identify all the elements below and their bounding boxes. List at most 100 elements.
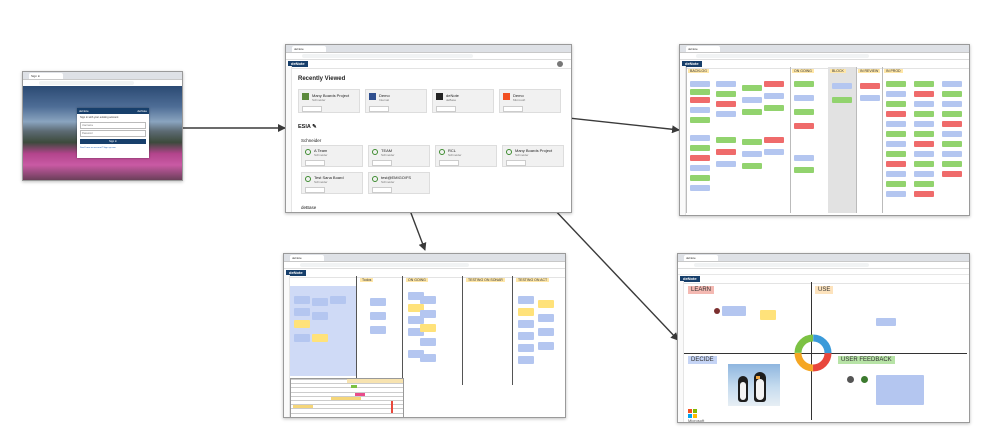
sticky-note[interactable]	[914, 91, 934, 97]
sticky-note[interactable]	[408, 304, 424, 312]
sticky-note[interactable]	[914, 181, 934, 187]
sticky-note[interactable]	[886, 151, 906, 157]
sticky-note[interactable]	[794, 95, 814, 101]
sticky-note[interactable]	[518, 296, 534, 304]
sticky-note[interactable]	[690, 97, 710, 103]
sticky-note[interactable]	[742, 85, 762, 91]
address-bar[interactable]	[284, 262, 565, 269]
address-bar[interactable]	[286, 53, 571, 60]
sticky-note[interactable]	[370, 298, 386, 306]
sticky-note[interactable]	[794, 123, 814, 129]
sticky-note[interactable]	[716, 137, 736, 143]
sticky-note[interactable]	[538, 300, 554, 308]
sticky-note[interactable]	[690, 175, 710, 181]
sticky-note[interactable]	[942, 141, 962, 147]
sticky-note[interactable]	[742, 151, 762, 157]
sticky-note[interactable]	[742, 163, 762, 169]
sticky-note[interactable]	[518, 308, 534, 316]
sticky-note[interactable]	[942, 111, 962, 117]
sticky-note[interactable]	[294, 296, 310, 304]
sticky-note[interactable]	[690, 81, 710, 87]
sticky-note[interactable]	[914, 171, 934, 177]
sticky-note[interactable]	[942, 101, 962, 107]
sticky-note[interactable]	[690, 185, 710, 191]
sticky-note[interactable]	[370, 326, 386, 334]
sticky-note[interactable]	[886, 131, 906, 137]
sticky-note[interactable]	[420, 310, 436, 318]
browser-tab[interactable]: Sign in	[29, 73, 63, 79]
sticky-note[interactable]	[914, 111, 934, 117]
address-bar[interactable]	[678, 262, 969, 269]
sticky-note[interactable]	[420, 324, 436, 332]
sticky-note[interactable]	[914, 131, 934, 137]
brand-logo[interactable]: deNote	[680, 276, 700, 282]
address-bar[interactable]	[680, 53, 969, 60]
sticky-note[interactable]	[914, 141, 934, 147]
brand-logo[interactable]: deNote	[682, 61, 702, 67]
sticky-note[interactable]	[914, 151, 934, 157]
sticky-note[interactable]	[690, 135, 710, 141]
sticky-note[interactable]	[716, 161, 736, 167]
sticky-note[interactable]	[690, 107, 710, 113]
sticky-note[interactable]	[886, 191, 906, 197]
sticky-note[interactable]	[942, 171, 962, 177]
sticky-note[interactable]	[716, 91, 736, 97]
note-learn-1[interactable]	[722, 306, 746, 316]
sticky-note[interactable]	[886, 181, 906, 187]
signin-button[interactable]: Sign in	[80, 139, 146, 144]
sticky-note[interactable]	[716, 81, 736, 87]
sticky-note[interactable]	[690, 155, 710, 161]
browser-tab[interactable]: deNote	[686, 46, 720, 52]
avatar[interactable]	[714, 308, 720, 314]
sticky-note[interactable]	[764, 149, 784, 155]
sticky-note[interactable]	[518, 356, 534, 364]
sticky-note[interactable]	[942, 131, 962, 137]
sticky-note[interactable]	[538, 328, 554, 336]
sticky-note[interactable]	[312, 334, 328, 342]
sticky-note[interactable]	[914, 191, 934, 197]
edit-icon[interactable]: ✎	[312, 124, 317, 130]
note-use-1[interactable]	[876, 318, 896, 326]
avatar[interactable]	[847, 376, 854, 383]
sticky-note[interactable]	[832, 97, 852, 103]
sticky-note[interactable]	[538, 342, 554, 350]
sticky-note[interactable]	[518, 332, 534, 340]
sticky-note[interactable]	[942, 121, 962, 127]
brand-logo[interactable]: deNote	[288, 61, 308, 67]
sticky-note[interactable]	[860, 95, 880, 101]
sticky-note[interactable]	[408, 350, 424, 358]
sticky-note[interactable]	[886, 81, 906, 87]
sticky-note[interactable]	[886, 171, 906, 177]
username-field[interactable]: Username	[80, 122, 146, 129]
browser-tab[interactable]: deNote	[290, 255, 324, 261]
sticky-note[interactable]	[942, 161, 962, 167]
sticky-note[interactable]	[886, 141, 906, 147]
sticky-note[interactable]	[716, 111, 736, 117]
sticky-note[interactable]	[914, 81, 934, 87]
sticky-note[interactable]	[294, 334, 310, 342]
sticky-note[interactable]	[942, 151, 962, 157]
sticky-note[interactable]	[408, 292, 424, 300]
sticky-note[interactable]	[420, 338, 436, 346]
sticky-note[interactable]	[764, 81, 784, 87]
sticky-note[interactable]	[742, 97, 762, 103]
sticky-note[interactable]	[716, 149, 736, 155]
note-feedback-1[interactable]	[876, 375, 924, 405]
sticky-note[interactable]	[690, 89, 710, 95]
sticky-note[interactable]	[764, 137, 784, 143]
sticky-note[interactable]	[538, 314, 554, 322]
sticky-note[interactable]	[294, 308, 310, 316]
sticky-note[interactable]	[690, 117, 710, 123]
sticky-note[interactable]	[794, 155, 814, 161]
sticky-note[interactable]	[312, 298, 328, 306]
sticky-note[interactable]	[420, 354, 436, 362]
sticky-note[interactable]	[408, 316, 424, 324]
note-learn-2[interactable]	[760, 310, 776, 320]
sticky-note[interactable]	[690, 145, 710, 151]
